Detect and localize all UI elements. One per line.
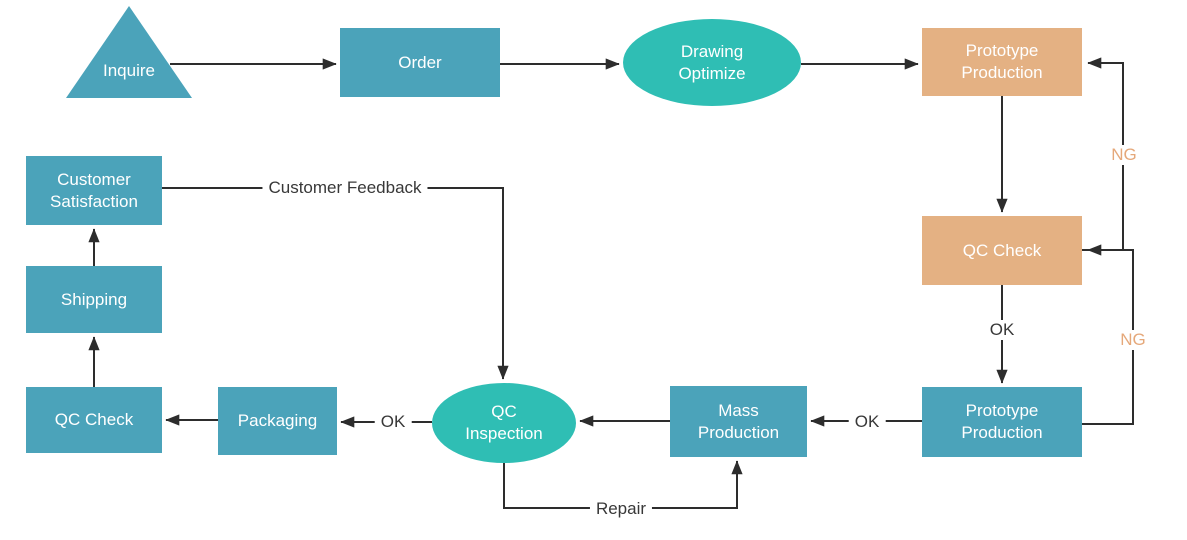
label-repair: Repair — [589, 499, 653, 519]
node-customer-satisfaction: Customer Satisfaction — [26, 156, 162, 225]
label-ng-bottom: NG — [1114, 330, 1152, 350]
node-order: Order — [340, 28, 500, 97]
node-drawing-optimize: Drawing Optimize — [623, 19, 801, 106]
node-qc-check-left: QC Check — [26, 387, 162, 453]
label-ok-qc-to-prototype: OK — [983, 320, 1021, 340]
edge-customer-feedback — [162, 187, 509, 380]
node-packaging: Packaging — [218, 387, 337, 455]
node-prototype-production-top: Prototype Production — [922, 28, 1082, 96]
label-ok-prototype-to-mass: OK — [848, 412, 886, 432]
label-customer-feedback: Customer Feedback — [262, 178, 428, 198]
node-qc-check-right: QC Check — [922, 216, 1082, 285]
node-prototype-production-bottom: Prototype Production — [922, 387, 1082, 457]
node-mass-production: Mass Production — [670, 386, 807, 457]
label-ng-top: NG — [1105, 145, 1143, 165]
node-shipping: Shipping — [26, 266, 162, 333]
node-qc-inspection: QC Inspection — [432, 383, 576, 463]
label-ok-inspection-to-packaging: OK — [374, 412, 412, 432]
